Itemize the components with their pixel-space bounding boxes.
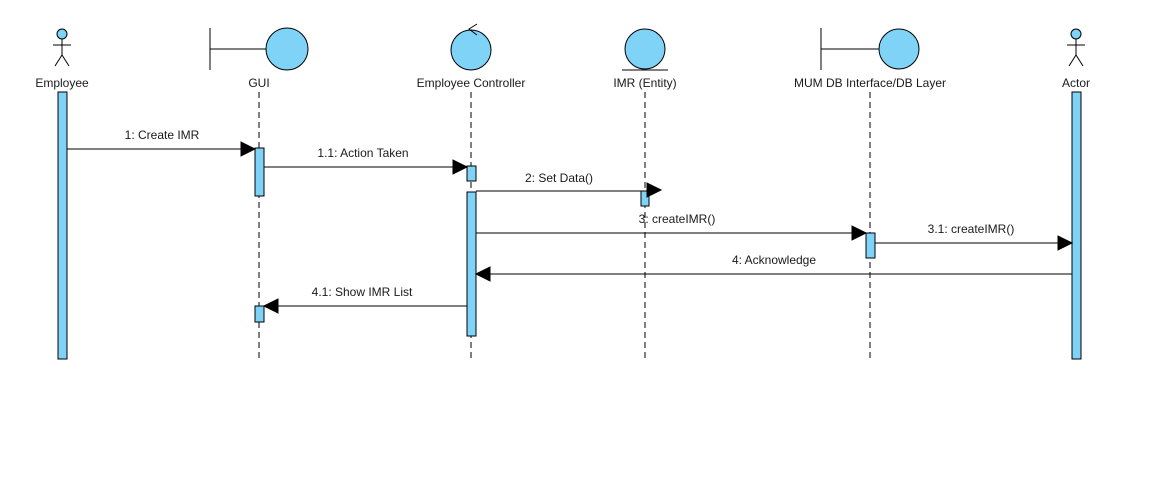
message-label: 1: Create IMR (125, 128, 200, 142)
activation-bar-db (865, 232, 876, 259)
lifelines (258, 92, 871, 362)
message-label: 2: Set Data() (525, 171, 593, 185)
entity-icon (622, 28, 668, 71)
activation-bar-controller (466, 165, 477, 182)
activation-bar-gui (254, 305, 265, 323)
participant-label: IMR (Entity) (613, 76, 676, 90)
participant-label: GUI (248, 76, 269, 90)
message-label: 4: Acknowledge (732, 253, 816, 267)
arrowhead (851, 225, 868, 241)
arrowhead (474, 266, 491, 282)
participant-label: MUM DB Interface/DB Layer (794, 76, 946, 90)
boundary-icon (820, 28, 920, 70)
arrowhead (1057, 235, 1074, 251)
actor-icon (53, 28, 71, 67)
activations (57, 91, 1082, 360)
message-label: 3.1: createIMR() (928, 222, 1015, 236)
control-icon (450, 23, 492, 71)
arrowhead (262, 298, 279, 314)
participant-label: Employee (35, 76, 89, 90)
actor-icon (1067, 28, 1085, 67)
participant-label: Actor (1062, 76, 1090, 90)
arrowhead (646, 182, 663, 198)
message-label: 1.1: Action Taken (317, 146, 408, 160)
arrowhead (240, 141, 257, 157)
activation-bar-controller (466, 191, 477, 337)
participant-label: Employee Controller (417, 76, 526, 90)
messages (67, 141, 1074, 314)
activation-bar-employee (57, 91, 68, 360)
message-label: 4.1: Show IMR List (312, 285, 413, 299)
arrowhead (452, 159, 469, 175)
activation-bar-gui (254, 147, 265, 197)
message-label: 3: createIMR() (639, 212, 716, 226)
boundary-icon (209, 27, 309, 71)
activation-bar-actor (1071, 91, 1082, 360)
